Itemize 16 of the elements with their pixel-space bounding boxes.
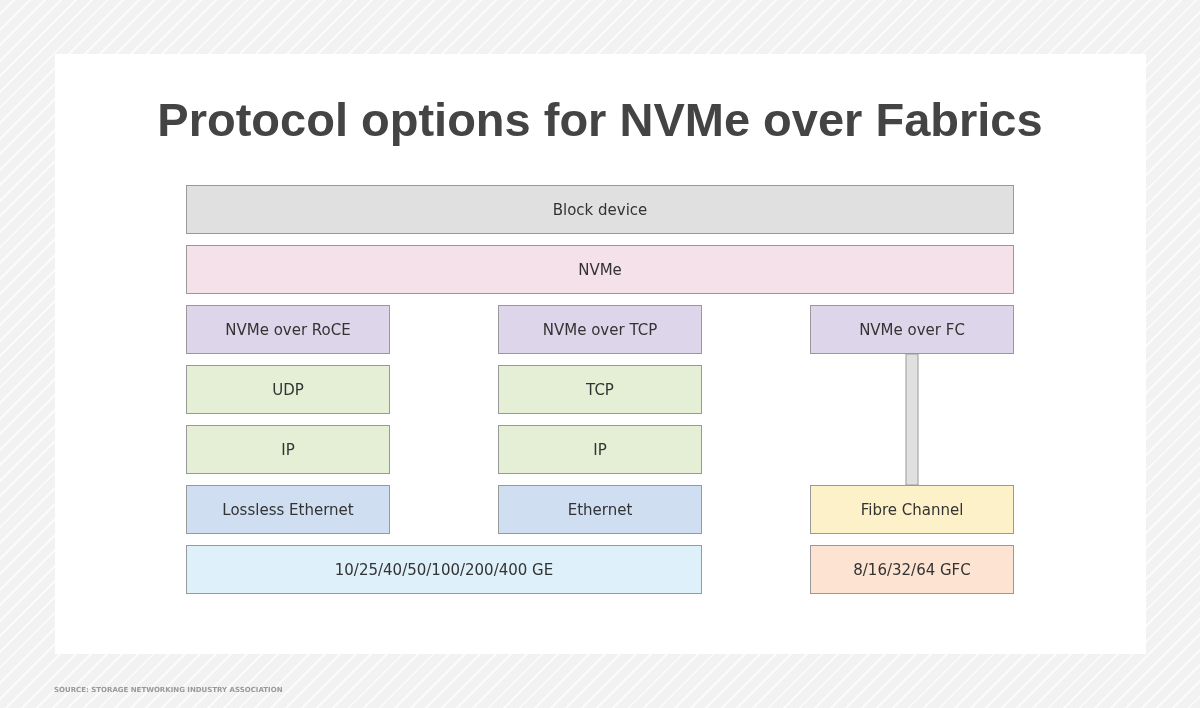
speed-box: 10/25/40/50/100/200/400 GE (186, 545, 702, 594)
protocol-box: IP (186, 425, 390, 474)
speed-box: 8/16/32/64 GFC (810, 545, 1014, 594)
protocol-box: Lossless Ethernet (186, 485, 390, 534)
connector-bar (905, 353, 919, 486)
protocol-box: UDP (186, 365, 390, 414)
protocol-box: Fibre Channel (810, 485, 1014, 534)
title: Protocol options for NVMe over Fabrics (156, 92, 1044, 147)
protocol-box: Ethernet (498, 485, 702, 534)
protocol-box: IP (498, 425, 702, 474)
protocol-box: TCP (498, 365, 702, 414)
layer-box: NVMe (186, 245, 1014, 294)
layer-box: Block device (186, 185, 1014, 234)
protocol-box: NVMe over RoCE (186, 305, 390, 354)
protocol-box: NVMe over TCP (498, 305, 702, 354)
protocol-box: NVMe over FC (810, 305, 1014, 354)
